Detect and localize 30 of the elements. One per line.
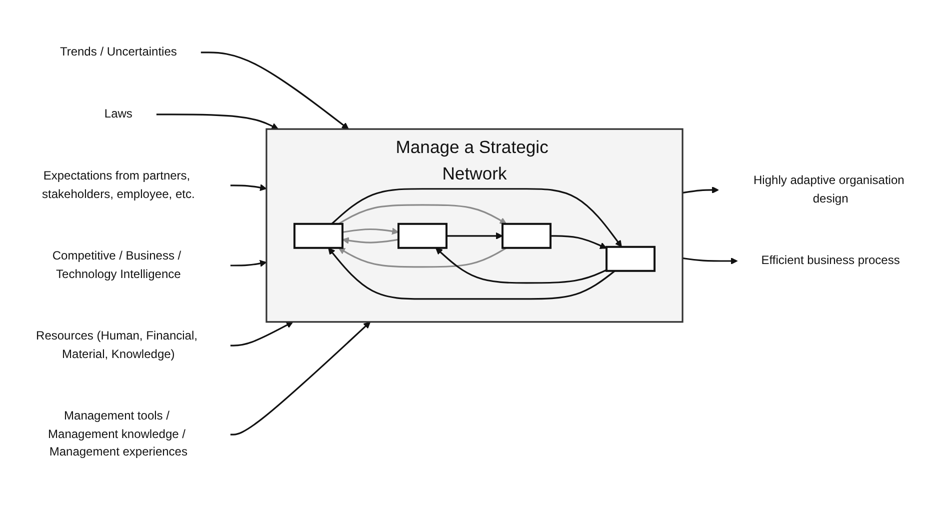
cluster: Manage a Strategic Network — [266, 128, 684, 323]
arrow — [550, 235, 607, 249]
arrow — [156, 114, 278, 130]
arrow — [682, 257, 738, 265]
arrow — [230, 322, 294, 346]
node-text: Competitive / Business / Technology Intelligence — [52, 249, 182, 281]
arrow — [331, 188, 622, 248]
arrow — [328, 248, 616, 300]
arrow — [230, 184, 267, 192]
node-text: Management tools / Management knowledge / Management experiences — [48, 409, 188, 459]
arrow — [200, 52, 349, 130]
node-box — [397, 222, 448, 249]
node-text: Resources (Human, Financial, Material, Knowledge) — [36, 329, 198, 361]
node-box — [606, 246, 656, 272]
node-text: Laws — [104, 107, 132, 121]
node-text: Highly adaptive organisation design — [754, 174, 904, 206]
arrow — [230, 260, 267, 267]
arrow — [338, 204, 507, 225]
arrow — [230, 322, 371, 436]
arrow — [446, 232, 503, 240]
node-text: Efficient business process — [761, 254, 900, 268]
arrow — [342, 237, 399, 244]
arrow — [682, 186, 719, 194]
node-box — [293, 222, 344, 249]
node-text: Trends / Uncertainties — [60, 45, 177, 59]
arrow — [338, 247, 507, 268]
arrow — [342, 228, 399, 235]
arrow — [435, 248, 607, 284]
node-box — [502, 222, 552, 249]
node-text: Expectations from partners, stakeholders, employee, etc. — [42, 169, 195, 201]
